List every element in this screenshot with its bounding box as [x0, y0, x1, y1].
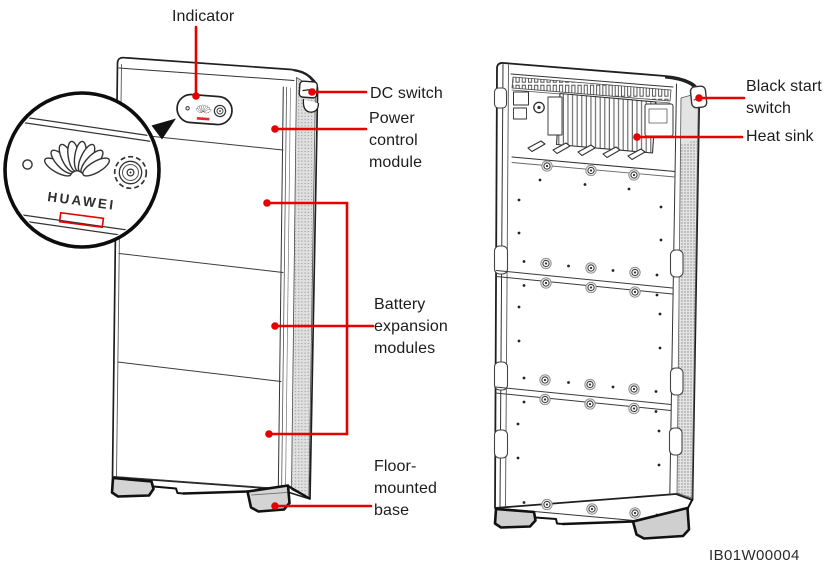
rear-floor-mounted-base — [493, 498, 694, 540]
rear-top-interior — [510, 73, 676, 178]
front-side-vent-strip — [291, 77, 316, 499]
rear-view-illustration — [493, 62, 708, 540]
label-battery-expansion-modules: Battery expansion modules — [374, 296, 448, 357]
led-indicator-icon-magnified — [22, 159, 33, 170]
label-black-start-switch: Black start switch — [746, 78, 822, 117]
label-power-control-module: Power control module — [369, 110, 423, 171]
front-floor-mounted-base — [110, 475, 311, 513]
red-label-mark-magnified — [58, 211, 105, 229]
figure-code: IB01W00004 — [709, 547, 800, 564]
label-indicator: Indicator — [172, 8, 235, 25]
label-floor-mounted-base: Floor- mounted base — [374, 458, 437, 519]
seam-battery-2 — [117, 361, 282, 382]
magnifier-detail-circle: HUAWEI — [3, 91, 176, 249]
label-heat-sink: Heat sink — [746, 128, 814, 145]
indicator-panel — [176, 93, 233, 126]
red-label-mark — [196, 116, 210, 121]
led-indicator-icon — [185, 106, 190, 111]
label-dc-switch: DC switch — [370, 85, 443, 102]
callout-bracket-battery-modules — [263, 199, 375, 438]
seam-battery-1 — [118, 253, 284, 273]
top-vent-strip — [511, 76, 672, 102]
front-view-illustration — [110, 56, 320, 513]
heat-sink-fins — [555, 92, 657, 154]
rear-side-vent-strip — [676, 92, 699, 499]
callout-lines — [192, 25, 746, 510]
pointer-arrowhead-icon — [151, 118, 176, 140]
dc-switch-dial-magnified — [113, 155, 148, 190]
